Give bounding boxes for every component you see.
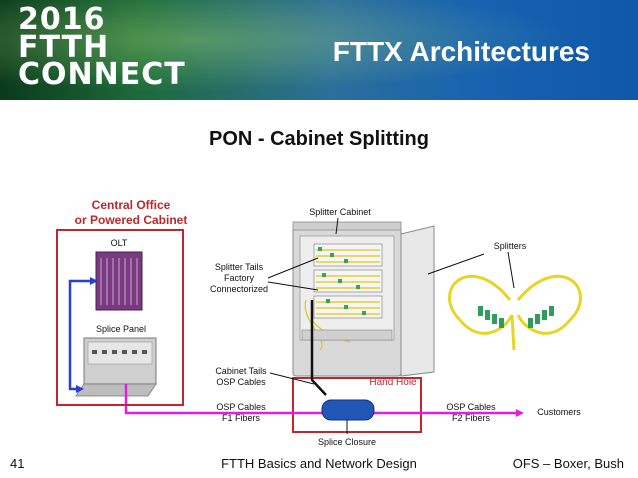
osp-f2-label: OSP Cables F2 Fibers <box>436 402 506 424</box>
banner-gloss <box>0 0 638 100</box>
splitters-illustration <box>448 274 582 351</box>
splitter-cabinet-illustration <box>292 221 435 377</box>
diagram-subtitle: PON - Cabinet Splitting <box>209 128 429 150</box>
olt-blue-fiber <box>68 279 96 391</box>
cabinet-tails-label: Cabinet Tails OSP Cables <box>206 366 276 388</box>
central-office-label: Central Office or Powered Cabinet <box>56 198 206 228</box>
cabinet-tails-line2: OSP Cables <box>216 376 266 387</box>
splitter-tails-line3: Connectorized <box>209 283 269 294</box>
osp-f1-label: OSP Cables F1 Fibers <box>206 402 276 424</box>
slide-title: FTTX Architectures <box>332 36 590 67</box>
central-office-box <box>56 229 184 406</box>
central-office-line2: or Powered Cabinet <box>74 213 188 227</box>
logo-ftth: FTTH <box>18 29 110 65</box>
header-banner: 2016 FTTH CONNECT FTTX Architectures <box>0 0 638 100</box>
splitter-tails-label: Splitter Tails Factory Connectorized <box>206 262 272 294</box>
logo-connect: CONNECT <box>18 57 186 93</box>
splice-panel-label: Splice Panel <box>95 324 147 334</box>
leader-lines <box>267 217 515 434</box>
osp-f1-line2: F1 Fibers <box>221 412 260 423</box>
olt-device-illustration <box>95 251 143 311</box>
hand-hole-box <box>292 377 422 433</box>
splice-closure-label: Splice Closure <box>317 437 377 447</box>
osp-f2-line2: F2 Fibers <box>451 412 490 423</box>
logo-year: 2016 <box>18 2 106 37</box>
footer-title: FTTH Basics and Network Design <box>221 456 417 471</box>
splice-panel-illustration <box>75 337 157 397</box>
event-logo: 2016 FTTH CONNECT <box>18 2 186 93</box>
olt-label: OLT <box>110 238 128 248</box>
splitters-label: Splitters <box>493 241 527 251</box>
hand-hole-label: Hand Hole <box>369 377 417 388</box>
f1-fiber-line <box>124 384 336 415</box>
osp-f1-line1: OSP Cables <box>216 402 266 412</box>
cabinet-tails-cable <box>310 300 327 396</box>
page-number: 41 <box>10 456 25 471</box>
splitter-cabinet-label: Splitter Cabinet <box>309 207 371 217</box>
splitter-tails-line1: Splitter Tails <box>214 262 264 272</box>
cabinet-tails-line1: Cabinet Tails <box>215 366 267 376</box>
footer-authors: OFS – Boxer, Bush <box>512 456 624 471</box>
splitter-tails-line2: Factory <box>223 272 254 283</box>
splitter-connectors <box>478 306 554 328</box>
osp-f2-line1: OSP Cables <box>446 402 496 412</box>
central-office-line1: Central Office <box>91 198 171 212</box>
customers-label: Customers <box>537 407 581 417</box>
splice-closure-shape <box>321 399 375 421</box>
